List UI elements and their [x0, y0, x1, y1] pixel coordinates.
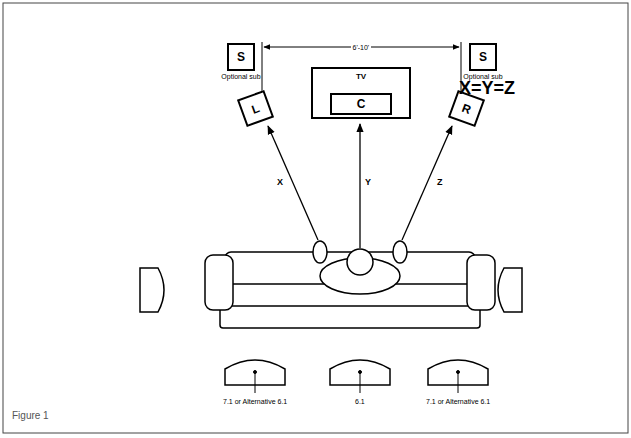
rear-leaders: [254, 371, 460, 394]
speaker-letter: TV: [356, 72, 366, 81]
speaker-letter: R: [460, 100, 473, 116]
distance-label: X: [277, 177, 283, 187]
distance-label: Z: [437, 177, 443, 187]
tv-box: TV C: [311, 67, 411, 119]
rear-speakers: [225, 360, 488, 385]
dimension-text: 6'-10': [351, 44, 372, 51]
left-speaker: L: [237, 90, 274, 127]
subwoofer-box: SOptional sub: [469, 43, 497, 71]
speaker-note: 6.1: [355, 398, 365, 405]
distance-arrows: [268, 124, 452, 248]
speaker-note: Optional sub: [221, 73, 260, 80]
distance-label: Y: [365, 177, 371, 187]
side-speakers: [140, 268, 522, 312]
frame: [3, 3, 628, 433]
speaker-letter: S: [237, 50, 245, 64]
subwoofer-box: SOptional sub: [227, 43, 255, 71]
speaker-letter: S: [479, 50, 487, 64]
speaker-note: 7.1 or Alternative 6.1: [426, 398, 490, 405]
center-speaker: C: [330, 93, 392, 115]
equal-distance-note: X=Y=Z: [459, 78, 515, 99]
figure-caption: Figure 1: [12, 410, 49, 421]
speaker-letter: C: [357, 97, 366, 111]
speaker-note: 7.1 or Alternative 6.1: [223, 398, 287, 405]
speaker-letter: L: [250, 101, 262, 117]
listener: [313, 241, 407, 294]
